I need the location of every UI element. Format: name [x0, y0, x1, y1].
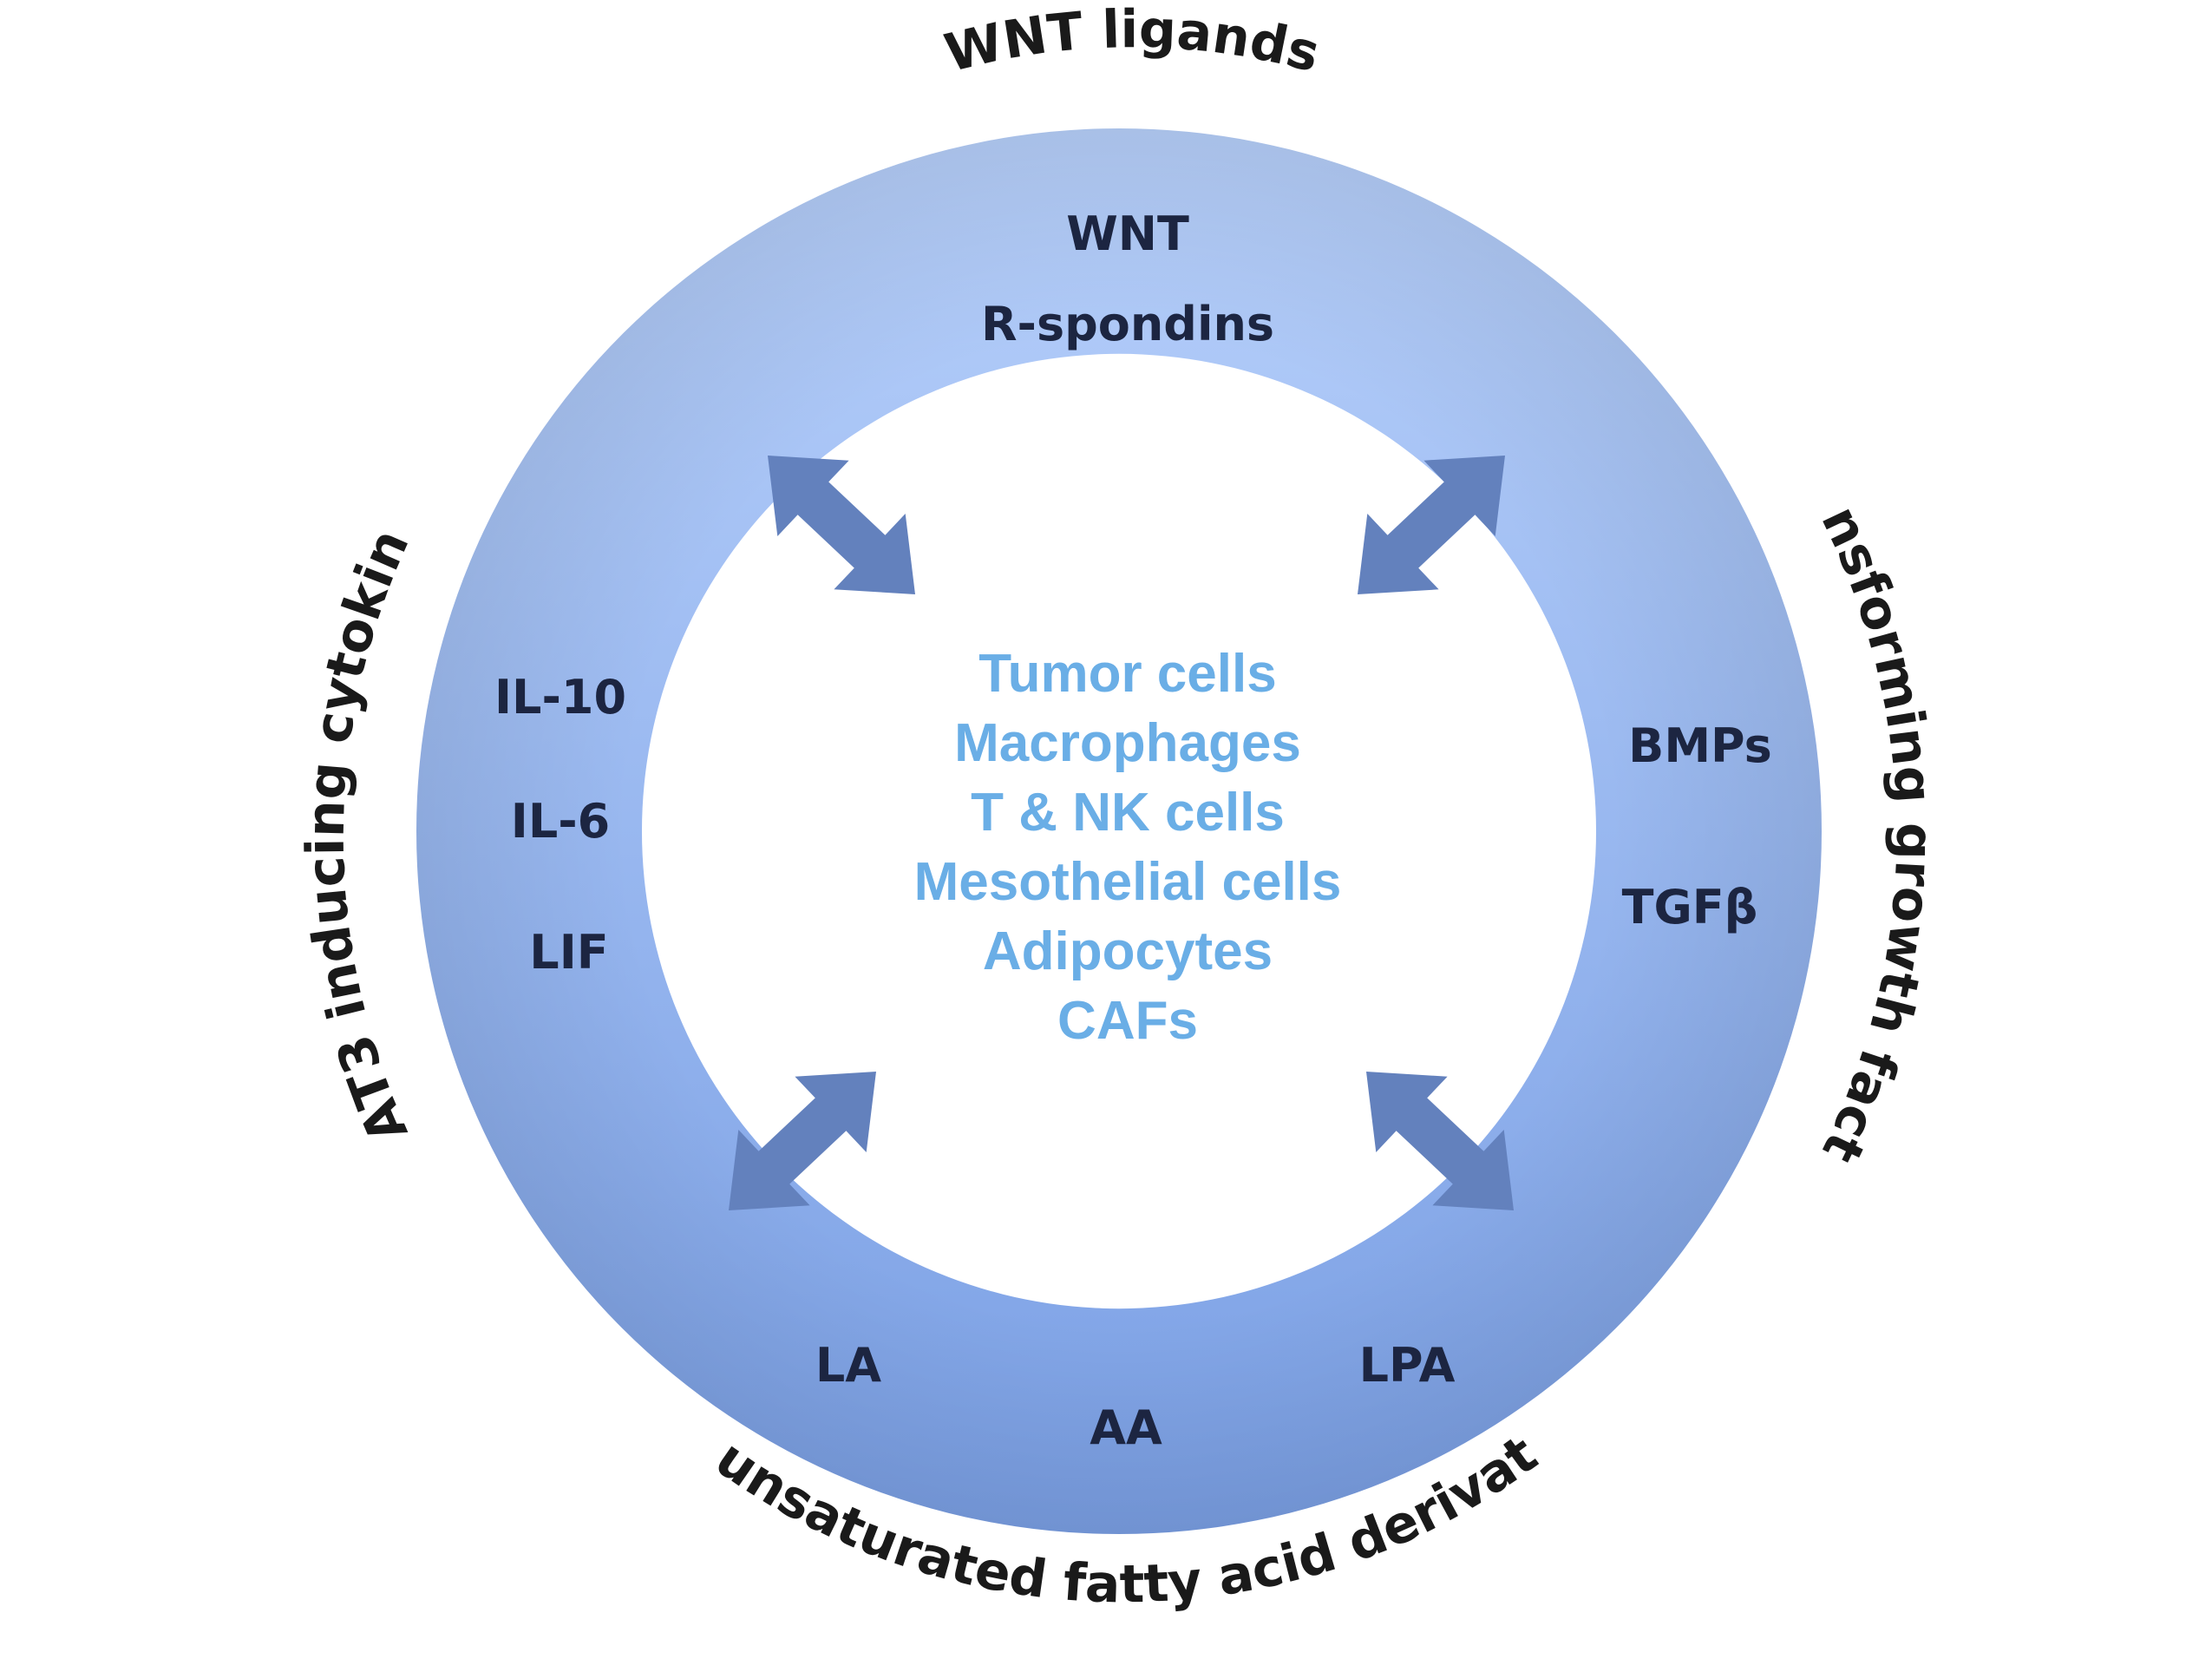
ring-label-r-spondins: R-spondins	[981, 297, 1274, 351]
category-label-top: WNT ligands	[939, 0, 1326, 85]
ring-label-lif: LIF	[529, 925, 608, 980]
ring-label-la: LA	[815, 1338, 881, 1393]
ring-label-tgfb: TGFβ	[1622, 880, 1758, 934]
double-arrow-lower-left	[729, 1072, 876, 1210]
double-arrow-upper-left	[768, 456, 915, 594]
ring-label-wnt: WNT	[1066, 207, 1189, 261]
center-label-macrophages: Macrophages	[954, 713, 1301, 773]
center-label-adipocytes: Adipocytes	[983, 921, 1273, 981]
ring-label-lpa: LPA	[1359, 1338, 1456, 1393]
category-label-left: STAT3 inducing cytokines	[0, 0, 422, 1151]
center-label-t-nk-cells: T & NK cells	[971, 783, 1285, 843]
ring-label-aa: AA	[1090, 1400, 1162, 1455]
double-arrow-upper-right	[1358, 456, 1505, 594]
ring-label-il-6: IL-6	[511, 794, 611, 849]
center-label-cafs: CAFs	[1057, 991, 1198, 1051]
double-arrow-lower-right	[1366, 1072, 1514, 1210]
ring-label-bmps: BMPs	[1628, 718, 1772, 773]
ring-label-il-10: IL-10	[494, 670, 626, 725]
center-label-tumor-cells: Tumor cells	[978, 644, 1276, 704]
center-label-mesothelial-cells: Mesothelial cells	[914, 852, 1342, 912]
